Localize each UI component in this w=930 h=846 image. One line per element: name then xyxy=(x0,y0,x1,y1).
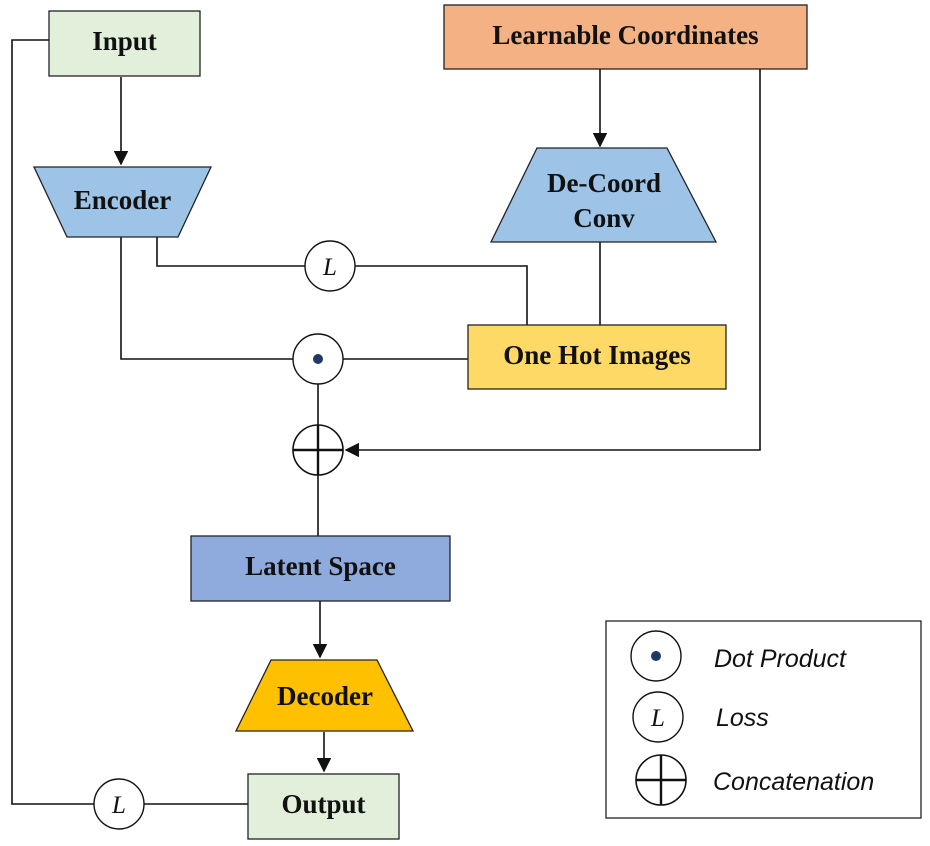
legend-concatenation: Concatenation xyxy=(635,754,874,806)
line-encoder-to-loss xyxy=(156,237,305,267)
decoord-conv-node: De-Coord Conv xyxy=(489,147,718,243)
one-hot-images-label: One Hot Images xyxy=(503,340,690,370)
legend-concatenation-label: Concatenation xyxy=(713,768,874,796)
loss-symbol-top-label: L xyxy=(322,254,337,281)
decoord-label-line2: Conv xyxy=(573,203,635,233)
loss-symbol-top: L xyxy=(304,240,356,292)
concatenation-symbol xyxy=(292,424,344,476)
decoord-label-line1: De-Coord xyxy=(547,168,661,198)
latent-space-label: Latent Space xyxy=(245,551,396,581)
loss-symbol-bottom: L xyxy=(93,778,145,830)
line-encoder-to-dot xyxy=(120,237,293,360)
line-input-to-output-loss xyxy=(11,39,94,805)
loss-symbol-bottom-label: L xyxy=(111,792,126,819)
learnable-coordinates-node: Learnable Coordinates xyxy=(443,4,808,70)
legend-dot-product-label: Dot Product xyxy=(714,645,847,673)
learnable-coordinates-label: Learnable Coordinates xyxy=(492,20,758,50)
legend-dot-product: Dot Product xyxy=(630,630,847,682)
legend-loss: L Loss xyxy=(632,691,769,743)
input-label: Input xyxy=(92,26,157,56)
latent-space-node: Latent Space xyxy=(190,535,451,602)
legend-loss-symbol: L xyxy=(650,705,665,732)
input-node: Input xyxy=(48,10,201,77)
output-node: Output xyxy=(247,773,400,840)
decoder-node: Decoder xyxy=(234,659,415,732)
encoder-label: Encoder xyxy=(74,185,172,215)
decoder-label: Decoder xyxy=(277,681,373,711)
line-loss-to-onehot xyxy=(355,265,528,325)
one-hot-images-node: One Hot Images xyxy=(467,324,727,390)
legend-loss-label: Loss xyxy=(716,704,769,732)
dot-product-symbol xyxy=(292,333,344,385)
legend: Dot Product L Loss Concatenation xyxy=(605,620,922,819)
encoder-node: Encoder xyxy=(32,166,213,238)
arrow-learnable-to-concat xyxy=(344,69,761,458)
output-label: Output xyxy=(281,789,365,819)
